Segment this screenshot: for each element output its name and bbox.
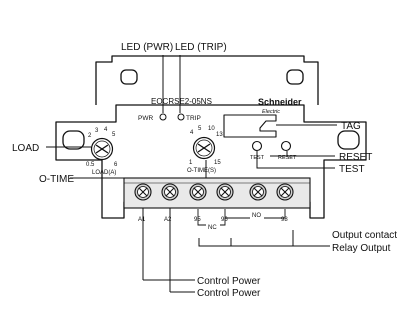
callout-texts: LED (PWR) LED (TRIP) LOAD O-TIME TAG RES… (12, 42, 397, 299)
callout-output-contact: Output contact (332, 230, 397, 241)
terminal-screw-a1[interactable] (134, 183, 152, 201)
otime-scale-5: 5 (198, 126, 202, 132)
terminal-label-a2: A2 (164, 217, 172, 223)
otime-scale-15: 15 (214, 160, 221, 166)
terminal-screw-96[interactable] (216, 183, 234, 201)
callout-load: LOAD (12, 143, 39, 154)
callout-led-trip: LED (TRIP) (175, 42, 227, 53)
terminal-labels: A1 A2 95 96 NO 98 NC (138, 213, 288, 231)
terminal-label-nc: NC (208, 225, 217, 231)
load-scale-4: 4 (104, 127, 108, 133)
callout-tag: TAG (341, 121, 361, 132)
callout-led-pwr: LED (PWR) (121, 42, 173, 53)
terminal-screw-98[interactable] (276, 183, 294, 201)
callout-relay-output: Relay Output (332, 243, 391, 254)
callout-test: TEST (339, 164, 365, 175)
load-scale-6: 6 (114, 162, 118, 168)
load-scale-5: 5 (112, 132, 116, 138)
load-scale-05: 0.5 (86, 162, 95, 168)
load-scale-3: 3 (95, 128, 99, 134)
otime-scale-10: 10 (208, 126, 215, 132)
terminal-screw-no[interactable] (249, 183, 267, 201)
callout-control-power-2: Control Power (197, 288, 261, 299)
relay-body (55, 55, 367, 219)
otime-scale-13: 13 (216, 132, 223, 138)
contact-brackets (197, 209, 286, 226)
load-dial[interactable] (90, 137, 114, 161)
load-caption: LOAD(A) (92, 170, 116, 176)
terminal-screw-a2[interactable] (161, 183, 179, 201)
model-label: EOCRSE2-05NS (151, 97, 212, 106)
callout-control-power-1: Control Power (197, 276, 261, 287)
otime-dial[interactable] (192, 136, 216, 160)
load-scale: 2 3 4 5 0.5 6 (86, 127, 118, 168)
trip-led (177, 113, 185, 121)
terminal-screw-95[interactable] (189, 183, 207, 201)
callout-reset: RESET (339, 152, 372, 163)
otime-scale-4: 4 (190, 130, 194, 136)
brand-logo: Schneider (258, 97, 302, 107)
terminal-label-a1: A1 (138, 217, 146, 223)
pwr-label: PWR (138, 115, 153, 122)
terminal-screws (134, 183, 294, 201)
brand-sub: Electric (262, 109, 280, 115)
reset-button[interactable] (280, 140, 292, 152)
pwr-led (159, 113, 167, 121)
terminal-label-no: NO (252, 213, 261, 219)
test-button[interactable] (251, 140, 263, 152)
tag-window (223, 114, 277, 138)
load-scale-2: 2 (88, 133, 92, 139)
otime-scale: 4 5 10 13 1 15 (189, 126, 223, 166)
leader-lines (46, 55, 337, 293)
otime-scale-1: 1 (189, 160, 193, 166)
otime-caption: O-TIME(S) (187, 168, 216, 174)
terminal-label-98: 98 (281, 217, 288, 223)
trip-label: TRIP (186, 115, 201, 122)
callout-otime: O-TIME (39, 174, 74, 185)
reset-button-label: RESET (278, 155, 297, 161)
